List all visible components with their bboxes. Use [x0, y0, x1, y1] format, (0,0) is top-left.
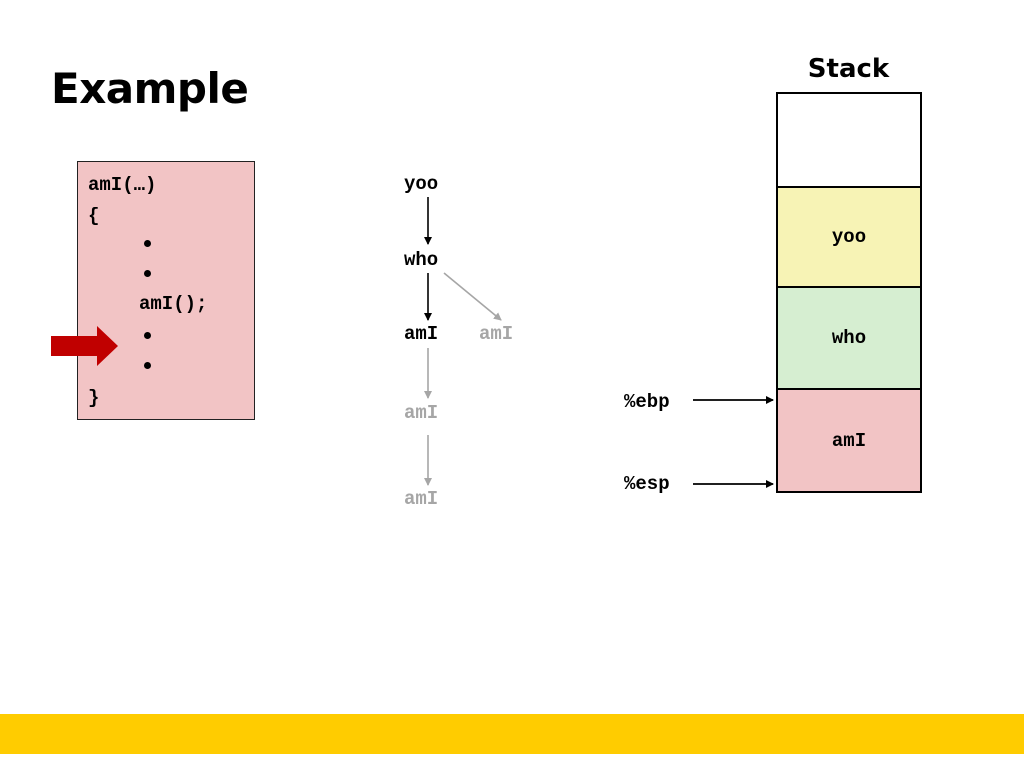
call-tree-node-who: who: [404, 249, 439, 271]
code-bullet: [144, 270, 151, 277]
call-tree-node-ami-active: amI: [404, 323, 439, 345]
call-tree-node-yoo: yoo: [404, 173, 439, 195]
register-esp-label: %esp: [624, 473, 670, 495]
stack-frame-yoo: yoo: [776, 186, 922, 288]
stack-frame-ami: amI: [776, 388, 922, 493]
code-bullet: [144, 240, 151, 247]
code-bullet: [144, 332, 151, 339]
call-tree-node-ami-future-1: amI: [404, 402, 439, 424]
stack-frame-who: who: [776, 286, 922, 390]
slide-title: Example: [51, 64, 249, 113]
code-line-recursive-call: amI();: [139, 293, 208, 315]
stack-title: Stack: [807, 54, 890, 84]
code-line-signature: amI(…): [88, 174, 157, 196]
register-ebp-label: %ebp: [624, 391, 670, 413]
code-line-open-brace: {: [88, 205, 100, 227]
footer-bar: [0, 714, 1024, 754]
current-line-pointer-arrow: [51, 326, 118, 366]
stack-frame-label: who: [831, 327, 867, 349]
stack-frame-label: yoo: [831, 226, 867, 248]
code-box: amI(…) { amI(); }: [77, 161, 255, 420]
stack-frame-label: amI: [831, 429, 867, 452]
call-tree-node-ami-sibling: amI: [479, 323, 514, 345]
edge-who-ami-sibling: [443, 272, 502, 321]
code-bullet: [144, 362, 151, 369]
code-line-close-brace: }: [88, 387, 100, 409]
call-tree-node-ami-future-2: amI: [404, 488, 439, 510]
